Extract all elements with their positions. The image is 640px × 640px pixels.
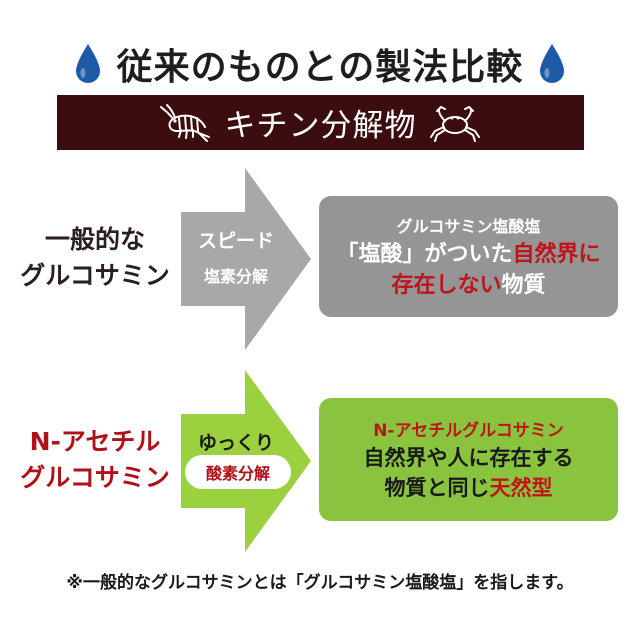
row2-arrow-pill: 酸素分解 xyxy=(185,455,291,489)
title-row: 従来のものとの製法比較 xyxy=(0,34,640,94)
row2-label-line1: N-アセチル xyxy=(29,427,161,456)
row1-label-line2: グルコサミン xyxy=(20,261,170,290)
water-drop-icon xyxy=(75,44,100,83)
row2-result-box: N-アセチルグルコサミン 自然界や人に存在する 物質と同じ天然型 xyxy=(319,398,618,521)
row1-arrow-speed: スピード xyxy=(197,230,274,252)
row2-box-line3-b: 天然型 xyxy=(489,476,553,500)
row1-box-line2-a: 「塩酸」がついた xyxy=(336,241,513,267)
banner: キチン分解物 xyxy=(57,95,584,150)
row2-box-line2: 自然界や人に存在する xyxy=(363,446,574,470)
row1-arrow-method: 塩素分解 xyxy=(203,267,268,286)
crab-icon xyxy=(429,105,480,142)
row2-arrow-speed: ゆっくり xyxy=(197,432,274,454)
row1-result-box: グルコサミン塩酸塩 「塩酸」がついた自然界に 存在しない物質 xyxy=(319,196,618,317)
row2-box-line3-a: 物質と同じ xyxy=(384,476,490,500)
row2-arrow-method: 酸素分解 xyxy=(205,464,270,483)
row1-arrow xyxy=(181,168,311,350)
row2-box-line1: N-アセチルグルコサミン xyxy=(373,421,564,441)
row2-box-line3: 物質と同じ天然型 xyxy=(385,473,553,503)
water-drop-icon xyxy=(540,44,565,83)
row1-box-line3: 存在しない物質 xyxy=(391,270,545,301)
row1-box-line3-a: 存在しない xyxy=(391,272,502,298)
footnote: ※一般的なグルコサミンとは「グルコサミン塩酸塩」を指します。 xyxy=(66,573,574,593)
row2-label-line2: グルコサミン xyxy=(20,463,170,492)
banner-title: キチン分解物 xyxy=(224,108,417,144)
row1-box-line2-b: 自然界に xyxy=(512,241,601,267)
shrimp-icon xyxy=(159,103,210,142)
row1-box-line3-b: 物質 xyxy=(501,272,546,298)
row1-label: 一般的な グルコサミン xyxy=(0,222,190,294)
row1-box-line2: 「塩酸」がついた自然界に xyxy=(336,239,600,270)
row1-label-line1: 一般的な xyxy=(44,225,145,254)
page-title: 従来のものとの製法比較 xyxy=(116,46,524,88)
row1-box-line1: グルコサミン塩酸塩 xyxy=(396,216,541,236)
row2-label: N-アセチル グルコサミン xyxy=(0,424,190,496)
